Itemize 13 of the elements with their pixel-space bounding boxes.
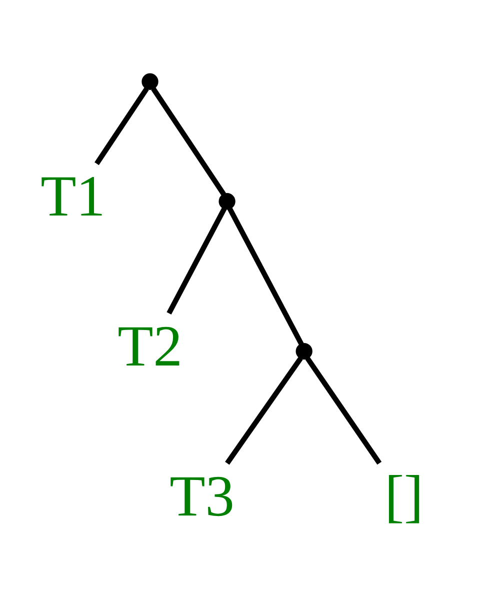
node-text: T3 xyxy=(170,464,234,529)
node-circle xyxy=(142,73,158,90)
node-text: T2 xyxy=(118,314,182,379)
connector xyxy=(225,356,303,465)
connector xyxy=(94,87,149,166)
node-circle xyxy=(296,342,312,360)
connector xyxy=(166,207,227,314)
connector xyxy=(151,87,226,196)
node-text: [] xyxy=(384,464,424,529)
node-text: T1 xyxy=(40,164,106,229)
connector xyxy=(305,356,382,465)
connector xyxy=(227,207,304,346)
node-circle xyxy=(218,193,236,210)
